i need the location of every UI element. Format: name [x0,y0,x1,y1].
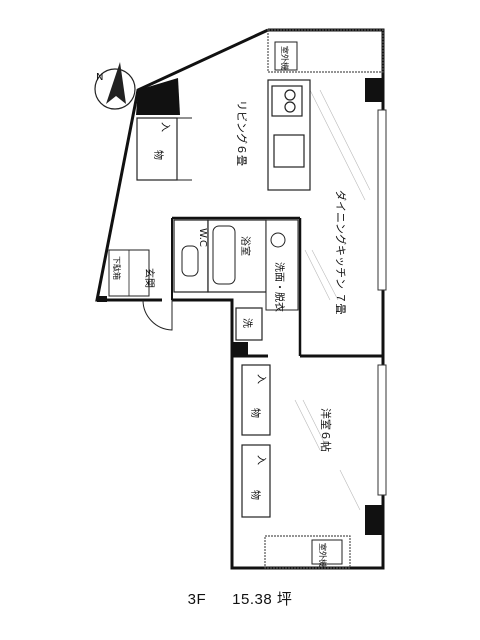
floor-plan: N [94,28,387,570]
plan-caption: 3F 15.38 坪 [0,588,480,609]
room-label-dining-kitchen: ダイニングキッチン ７畳 [334,190,348,315]
area-label: 15.38 坪 [232,591,293,608]
floor-label: 3F [187,591,207,608]
compass-icon: N [94,62,136,110]
washroom [235,219,299,341]
closet-living-label-a: 物 [152,150,165,160]
closet-living-label-b: 入 [159,122,170,132]
washroom-label: 洗面・脱衣 [273,262,286,312]
entrance [108,249,173,331]
entrance-label: 玄関 [143,268,156,288]
windows-east [377,109,387,496]
room-label-western: 洋室６帖 [319,408,333,452]
structural-columns [97,78,383,535]
aircon-top-label: 室外機 [280,46,290,70]
wc-label: W.C [197,228,208,247]
balcony-top [267,29,384,73]
shoebox-label: 下駄箱 [112,256,122,280]
kitchen-counter [267,79,311,191]
aircon-bottom-label: 室外機 [318,543,328,567]
floor-hatching [294,89,371,511]
closet-living [136,117,192,181]
closet-western-upper-label-b: 入 [255,374,266,384]
bath-label: 浴室 [239,236,252,256]
compass-label: N [96,72,103,83]
closet-western-lower-label-a: 物 [249,490,262,500]
bathroom [207,219,267,293]
wc [173,219,209,293]
closet-western-upper-label-a: 物 [249,408,262,418]
balcony-bottom [264,535,351,569]
washer-label: 洗 [241,318,253,328]
closet-western-lower-label-b: 入 [255,455,266,465]
closets-western [241,364,271,518]
room-label-living: リビング６畳 [235,100,249,166]
